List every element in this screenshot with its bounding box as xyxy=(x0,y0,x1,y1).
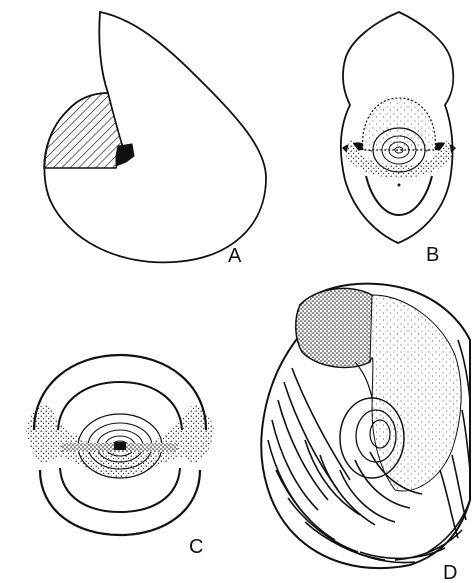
shell-a-apex-dark xyxy=(116,144,134,166)
shell-c-core xyxy=(114,442,126,450)
shell-a-hatched-whorl xyxy=(44,93,124,168)
panel-b: B xyxy=(341,12,456,266)
panel-c: C xyxy=(26,355,214,558)
panel-b-label: B xyxy=(426,244,439,266)
panel-d-label: D xyxy=(443,562,457,583)
panel-a-label: A xyxy=(228,245,242,267)
shell-b-lower-lip xyxy=(366,176,432,215)
panel-c-label: C xyxy=(189,536,203,558)
shell-c-stipple-lateral xyxy=(26,405,214,478)
panel-a: A xyxy=(44,12,266,267)
panel-d: D xyxy=(261,284,470,583)
shell-c-outer-bottom xyxy=(40,470,200,535)
shell-b-dot xyxy=(398,184,401,187)
shell-d-aperture-lip xyxy=(296,288,377,367)
